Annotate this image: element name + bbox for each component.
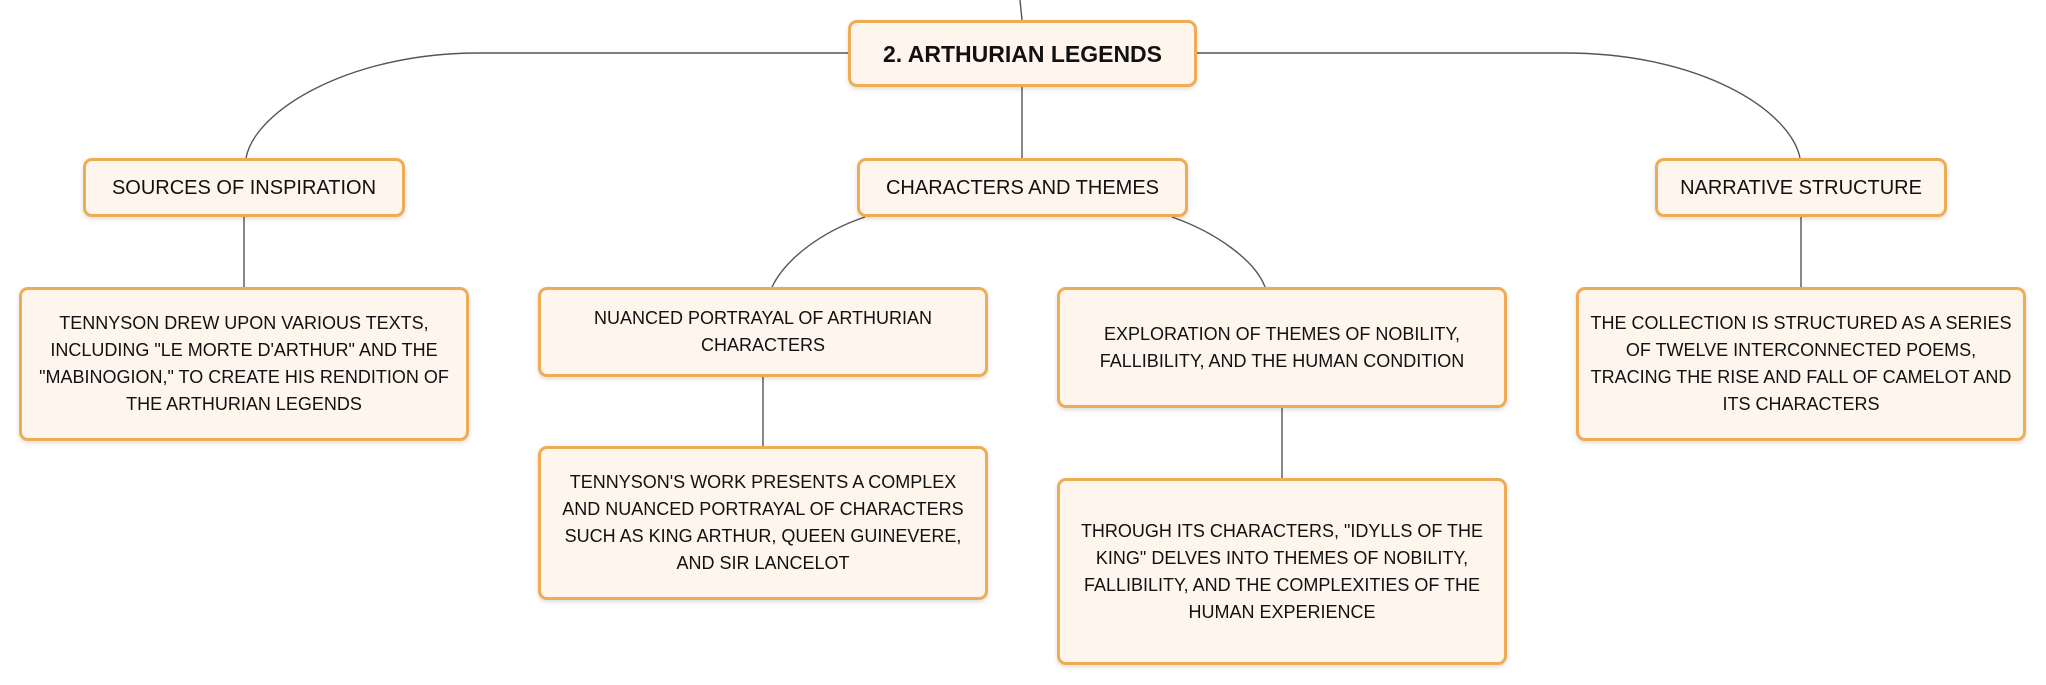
node-label: NARRATIVE STRUCTURE — [1680, 176, 1922, 199]
node-exploration-of-themes[interactable]: EXPLORATION OF THEMES OF NOBILITY, FALLI… — [1057, 287, 1507, 408]
connector-characters-portrayal — [771, 216, 866, 288]
connector-root-sources — [245, 52, 848, 159]
node-nuanced-portrayal[interactable]: NUANCED PORTRAYAL OF ARTHURIAN CHARACTER… — [538, 287, 988, 377]
node-sources-detail[interactable]: TENNYSON DREW UPON VARIOUS TEXTS, INCLUD… — [19, 287, 469, 441]
node-sources-of-inspiration[interactable]: SOURCES OF INSPIRATION — [83, 158, 405, 217]
node-narrative-detail[interactable]: THE COLLECTION IS STRUCTURED AS A SERIES… — [1576, 287, 2026, 441]
node-characters-and-themes[interactable]: CHARACTERS AND THEMES — [857, 158, 1188, 217]
node-themes-detail[interactable]: THROUGH ITS CHARACTERS, "IDYLLS OF THE K… — [1057, 478, 1507, 665]
node-narrative-structure[interactable]: NARRATIVE STRUCTURE — [1655, 158, 1947, 217]
node-text: THE COLLECTION IS STRUCTURED AS A SERIES… — [1590, 313, 2012, 414]
node-label: SOURCES OF INSPIRATION — [111, 176, 377, 199]
node-label: CHARACTERS AND THEMES — [885, 176, 1159, 199]
connector-root-narrative — [1197, 52, 1801, 159]
root-node-label: 2. ARTHURIAN LEGENDS — [883, 40, 1162, 67]
node-text: THROUGH ITS CHARACTERS, "IDYLLS OF THE K… — [1080, 520, 1484, 622]
node-text: TENNYSON DREW UPON VARIOUS TEXTS, INCLUD… — [39, 313, 449, 414]
connector-root-incoming — [1019, 0, 1023, 21]
node-label: EXPLORATION OF THEMES OF NOBILITY, FALLI… — [1099, 323, 1465, 371]
node-text: TENNYSON'S WORK PRESENTS A COMPLEX AND N… — [562, 472, 964, 573]
node-label: NUANCED PORTRAYAL OF ARTHURIAN CHARACTER… — [593, 308, 933, 355]
connector-characters-themes — [1171, 216, 1266, 288]
root-node[interactable]: 2. ARTHURIAN LEGENDS — [848, 20, 1197, 87]
node-portrayal-detail[interactable]: TENNYSON'S WORK PRESENTS A COMPLEX AND N… — [538, 446, 988, 600]
